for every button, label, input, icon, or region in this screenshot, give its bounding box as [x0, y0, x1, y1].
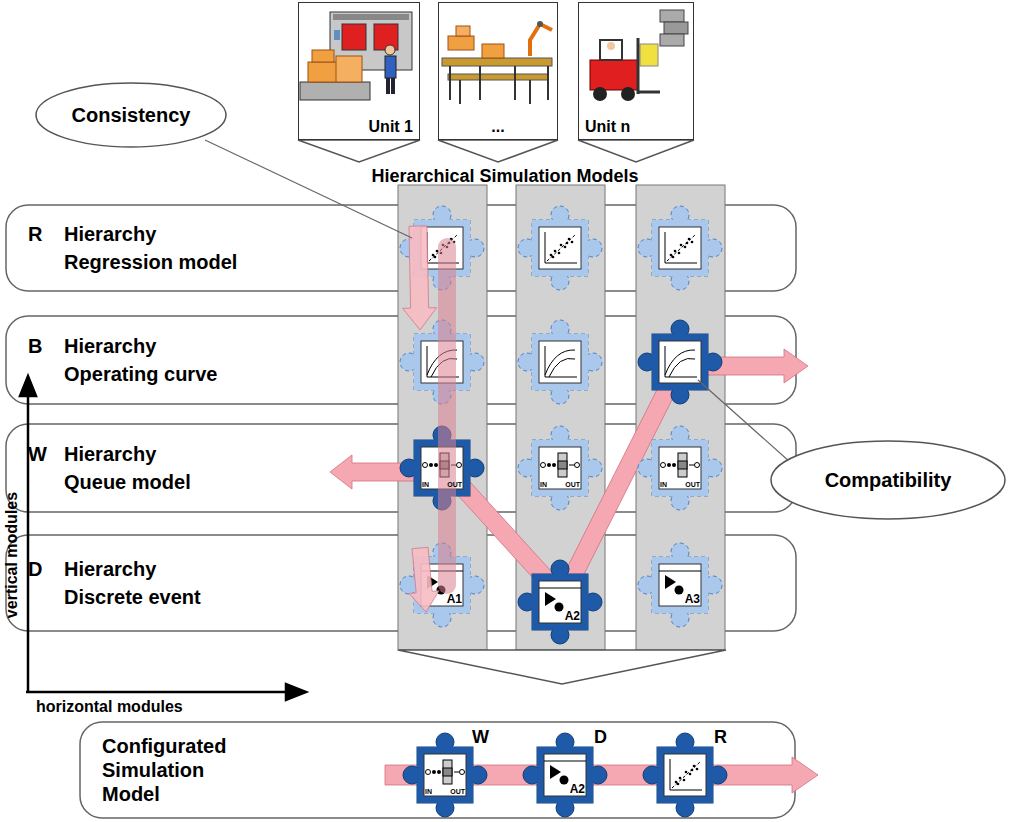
callout-bubble: Consistency [35, 82, 227, 148]
port-label: OUT [565, 481, 580, 488]
unit-label: ... [439, 118, 557, 136]
puzzle-piece [638, 426, 722, 510]
unit-label: Unit 1 [369, 118, 413, 136]
callout-text: Consistency [72, 104, 191, 127]
hierarchy-letter: B [28, 332, 64, 360]
band-title: Configurated Simulation Model [102, 734, 252, 806]
hierarchy-band: BHierarchy Operating curve [6, 316, 396, 404]
callout-text: Compatibility [825, 469, 952, 492]
hierarchy-name: Hierarchy Regression model [64, 220, 254, 276]
conveyor-illustration [442, 21, 552, 104]
activity-id: A3 [685, 592, 700, 606]
port-label: IN [422, 481, 429, 488]
puzzle-module: A1 [417, 560, 467, 610]
port-label: OUT [685, 481, 700, 488]
puzzle-piece [518, 206, 602, 290]
port-label: OUT [447, 481, 462, 488]
machine-illustration [300, 12, 412, 100]
flow-arrow [403, 226, 437, 330]
configured-model-band: Configurated Simulation ModelINOUTA2 [80, 722, 380, 818]
hierarchy-band: RHierarchy Regression model [6, 205, 396, 291]
activity-id: A1 [447, 592, 462, 606]
port-label: IN [540, 481, 547, 488]
hierarchy-band: WHierarchy Queue model [6, 424, 396, 512]
puzzle-piece [518, 426, 602, 510]
hierarchy-tag: W [472, 727, 489, 748]
activity-id: A2 [565, 609, 580, 623]
unit-box: ... [438, 2, 558, 140]
port-label: IN [660, 481, 667, 488]
hierarchy-band: DHierarchy Discrete event [6, 535, 396, 631]
hierarchy-tag: D [594, 727, 607, 748]
hierarchy-letter: D [28, 555, 64, 583]
unit-box: Unit 1 [298, 2, 420, 140]
port-label: OUT [450, 788, 465, 795]
hierarchy-name: Hierarchy Operating curve [64, 332, 239, 388]
axis-label: horizontal modules [36, 698, 183, 716]
flow-arrow [409, 547, 439, 612]
callout-bubble: Compatibility [770, 440, 1006, 520]
puzzle-module: IN OUT [535, 443, 585, 493]
activity-id: A2 [570, 782, 585, 796]
hierarchy-name: Hierarchy Queue model [64, 440, 209, 496]
puzzle-piece [638, 320, 722, 404]
axis-label: vertical modules [3, 492, 21, 618]
unit-box: Unit n [578, 2, 694, 140]
hierarchy-name: Hierarchy Discrete event [64, 555, 224, 611]
model-column [398, 185, 725, 650]
puzzle-module: IN OUT [420, 750, 470, 800]
puzzle-piece [638, 543, 722, 627]
hierarchy-letter: R [28, 220, 64, 248]
puzzle-module: IN OUT [655, 443, 705, 493]
hierarchy-letter: W [28, 440, 64, 468]
forklift-illustration [590, 10, 688, 101]
puzzle-piece [518, 560, 602, 644]
port-label: IN [425, 788, 432, 795]
puzzle-module: IN OUT [417, 443, 467, 493]
hierarchy-tag: R [714, 727, 727, 748]
unit-label: Unit n [585, 118, 630, 136]
section-title: Hierarchical Simulation Models [371, 166, 638, 187]
puzzle-piece [518, 320, 602, 404]
puzzle-module: A2 [540, 750, 590, 800]
puzzle-module: A2 [535, 577, 585, 627]
puzzle-module: A3 [655, 560, 705, 610]
puzzle-piece [638, 206, 722, 290]
